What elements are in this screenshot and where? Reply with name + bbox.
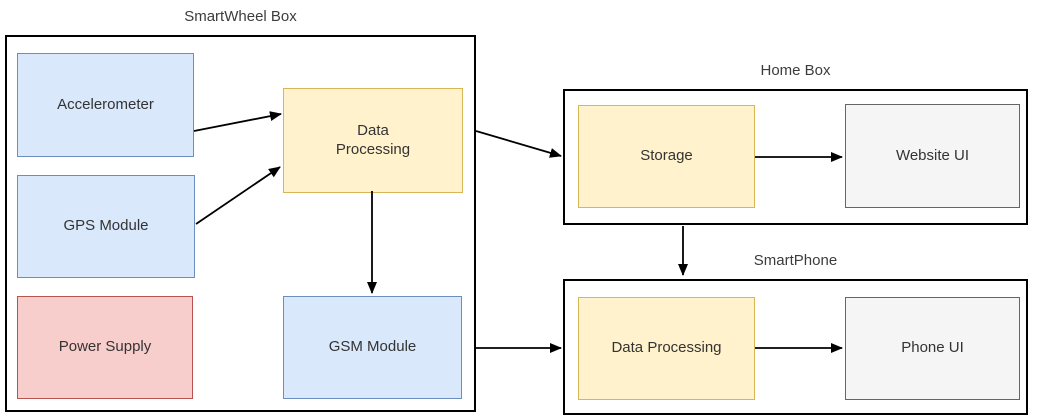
node-phone-ui-label: Phone UI [901,339,964,357]
node-data-processing-smartphone-label: Data Processing [611,339,722,357]
node-phone-ui: Phone UI [845,297,1020,400]
smartwheel-box-title: SmartWheel Box [184,8,297,25]
node-accelerometer: Accelerometer [17,53,194,157]
node-storage-label: Storage [640,147,693,165]
home-box-title: Home Box [760,62,831,79]
node-power-supply-label: Power Supply [58,338,152,356]
node-gps-module: GPS Module [17,175,195,278]
node-website-ui-label: Website UI [895,146,970,164]
edge-smartwheel-box-to-home-box [475,130,562,158]
node-gsm-module-label: GSM Module [328,338,417,356]
node-data-processing-smartwheel: Data Processing [283,88,463,193]
node-power-supply: Power Supply [17,296,193,399]
node-data-processing-smartwheel-label: Data Processing [335,121,411,158]
node-storage: Storage [578,105,755,208]
smartphone-title: SmartPhone [753,252,838,269]
node-website-ui: Website UI [845,104,1020,208]
node-gps-module-label: GPS Module [63,217,149,235]
node-accelerometer-label: Accelerometer [57,95,154,113]
node-data-processing-smartphone: Data Processing [578,297,755,400]
node-gsm-module: GSM Module [283,296,462,399]
